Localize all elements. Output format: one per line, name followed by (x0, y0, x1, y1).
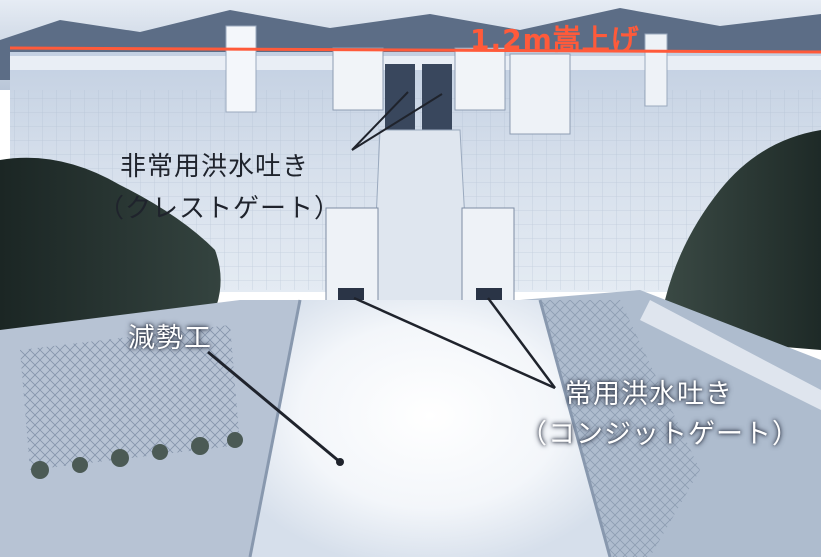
crest-tower-left (225, 25, 257, 113)
leader-normal-right (486, 297, 557, 389)
crest-road (10, 56, 821, 70)
leader-dissipator-end (336, 458, 344, 466)
right-bank-slope (540, 300, 700, 557)
crest-gate-2 (422, 64, 452, 134)
basin-wall-right (538, 299, 612, 557)
forest-left (0, 157, 221, 335)
left-bank-fence (20, 325, 240, 470)
crest-tower-right (644, 33, 668, 107)
normal-spillway-label-line1: 常用洪水吐き (565, 379, 733, 410)
spillway-chute (371, 129, 471, 313)
leader-normal-left (353, 296, 556, 390)
leader-emergency-1 (351, 91, 409, 151)
gate-house-far-right (509, 53, 571, 135)
basin-wall-left (248, 299, 302, 557)
right-bank-road (640, 300, 821, 410)
gate-house-right (454, 47, 506, 111)
gate-house-left (332, 47, 384, 111)
raise-height-label: 1.2m嵩上げ (470, 23, 640, 56)
forest-right (665, 130, 821, 350)
raise-height-line (9, 46, 821, 54)
left-bank-trees (31, 432, 243, 479)
emergency-spillway-label-line1: 非常用洪水吐き (120, 152, 310, 182)
energy-dissipator-label: 減勢工 (128, 323, 212, 354)
emergency-spillway-label-line2: （クレストゲート） (98, 194, 342, 224)
normal-spillway-label-line2: （コンジットゲート） (520, 419, 800, 450)
leader-emergency-2 (351, 93, 443, 151)
leader-dissipator (207, 350, 341, 464)
stilling-basin-spray (250, 300, 610, 557)
